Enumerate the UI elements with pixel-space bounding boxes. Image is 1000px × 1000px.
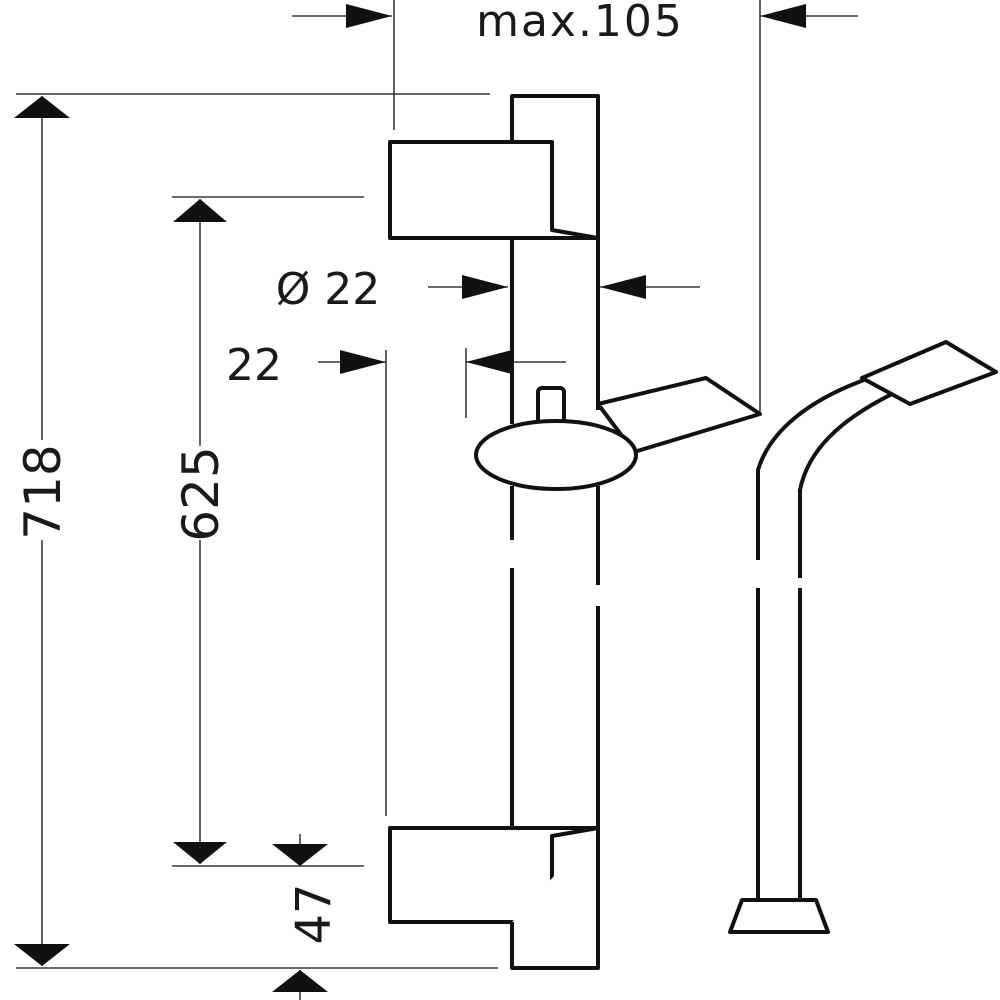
hose-top-nut: [860, 340, 998, 406]
dim-arrow-up: [14, 96, 70, 118]
dimension-bracket-spacing: 625: [172, 196, 364, 867]
dim-arrow-right-pointing: [340, 350, 386, 374]
dim-arrow-left-pointing: [466, 350, 512, 374]
dim-arrow-right-pointing: [346, 4, 392, 28]
hose-inner-curve: [798, 392, 893, 578]
dim-arrow-up: [272, 970, 328, 992]
hose-outer-curve: [756, 378, 865, 560]
shower-rail: [388, 94, 600, 970]
dimension-rail-diameter: Ø 22: [276, 264, 700, 315]
dim-arrow-left-pointing: [600, 275, 646, 299]
slider-body: [474, 419, 638, 491]
wall-offset-label: 22: [226, 340, 282, 391]
rail-diameter-label: Ø 22: [276, 264, 381, 315]
rail-bottom-cap: [510, 828, 600, 970]
shower-slider: [474, 376, 762, 491]
shower-hose: [728, 340, 998, 934]
max-projection-label: max.105: [476, 0, 684, 47]
dim-arrow-right-pointing: [462, 275, 508, 299]
dim-arrow-up: [173, 199, 227, 222]
dimension-overall-height: 718: [14, 93, 498, 969]
overall-height-label: 718: [14, 444, 72, 539]
bracket-spacing-label: 625: [172, 446, 230, 541]
hose-bottom-connector: [728, 898, 830, 934]
dimension-wall-offset: 22: [226, 340, 566, 816]
dimension-max-projection: max.105: [292, 0, 858, 412]
bracket-offset-label: 47: [286, 883, 342, 944]
dimension-bracket-offset: 47: [272, 834, 342, 1000]
dim-arrow-down: [173, 842, 227, 864]
dim-arrow-down: [272, 844, 328, 866]
dim-arrow-down: [14, 944, 70, 966]
dim-arrow-left-pointing: [760, 4, 806, 28]
